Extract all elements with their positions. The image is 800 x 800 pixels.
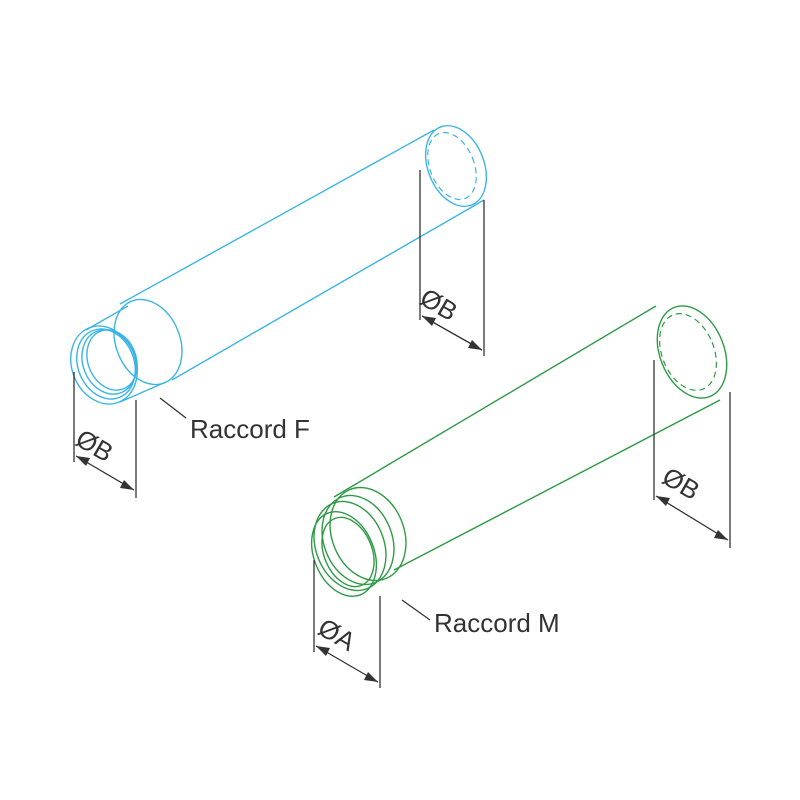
raccord-m-collar <box>329 486 407 582</box>
raccord-m-thread-2 <box>313 500 387 592</box>
raccord-m-leader <box>401 599 431 621</box>
raccord-f-thread-3 <box>86 329 138 391</box>
raccord-f-thread-2 <box>81 329 137 395</box>
raccord-m-pipe <box>310 305 728 598</box>
raccord-f-collar <box>113 298 183 386</box>
raccord-f-label: Raccord F <box>190 414 310 444</box>
raccord-f-leader <box>159 397 187 419</box>
raccord-f-bottom-edge <box>171 199 485 381</box>
raccord-f-socket-top <box>85 305 129 331</box>
raccord-f-far-end <box>424 124 488 208</box>
raccord-m-right-dimension <box>653 360 731 548</box>
raccord-m-open-end-inner <box>321 516 375 588</box>
raccord-m-left-dim-label: ØA <box>313 612 361 657</box>
raccord-m-open-end <box>310 510 378 598</box>
raccord-m-far-end-hidden <box>659 313 717 391</box>
raccord-m-thread-1 <box>321 494 395 586</box>
raccord-f-top-edge <box>119 129 435 305</box>
raccord-m-left-dimension <box>313 560 381 688</box>
raccord-f-right-dimension <box>419 170 485 356</box>
raccord-m-top-edge <box>333 305 657 498</box>
raccord-f-right-dim-label: ØB <box>415 282 463 327</box>
raccord-f-far-end-hidden <box>427 131 477 201</box>
raccord-f-thread-1 <box>76 328 136 400</box>
raccord-m-label: Raccord M <box>434 608 560 638</box>
raccord-m-bottom-edge <box>393 399 721 571</box>
raccord-f-left-dimension <box>73 372 137 498</box>
raccord-f-left-dim-label: ØB <box>71 423 119 468</box>
raccord-m-far-end <box>656 305 728 399</box>
raccord-f-pipe <box>70 124 488 405</box>
raccord-f-socket-bottom <box>119 381 167 403</box>
